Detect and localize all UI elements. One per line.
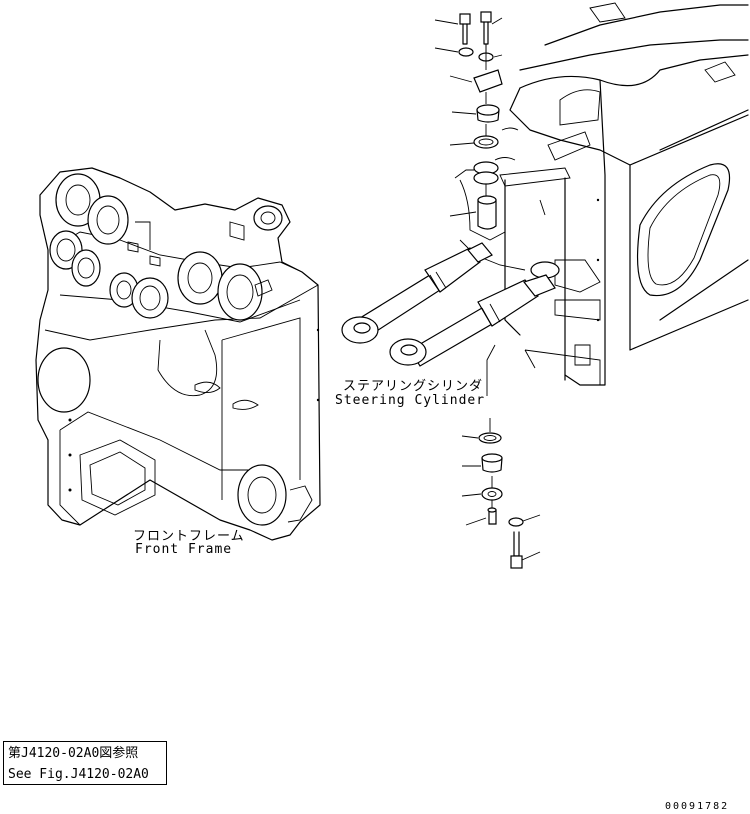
seal-top	[449, 135, 499, 149]
front-frame-label-jp: フロントフレーム	[133, 529, 245, 544]
rear-frame	[459, 2, 749, 386]
front-frame-label-en: Front Frame	[135, 542, 233, 557]
frame-holes	[494, 127, 519, 161]
washer-bottom	[508, 514, 541, 527]
frame-detail-leader	[135, 221, 151, 250]
drawing-code: 00091782	[665, 801, 730, 812]
bushing-top	[451, 104, 500, 123]
assembly-axis-bottom	[489, 418, 493, 508]
bolt-upper-left	[434, 13, 471, 45]
seal-bottom	[461, 432, 502, 444]
steering-cylinder-label-jp: ステアリングシリンダ	[343, 379, 484, 394]
pin-top	[449, 195, 497, 230]
steering-cylinder-label-en: Steering Cylinder	[335, 393, 486, 408]
front-frame	[35, 167, 321, 541]
figure-reference-box: 第J4120-02A0図参照 See Fig.J4120-02A0	[3, 741, 167, 785]
plate	[449, 69, 503, 93]
spacer-top	[454, 161, 499, 185]
bushing-bottom	[462, 453, 503, 473]
figure-reference-jp: 第J4120-02A0図参照	[8, 746, 139, 761]
steering-cylinder-leader	[486, 344, 496, 396]
steering-cylinder-lower	[389, 274, 556, 367]
figure-reference-en: See Fig.J4120-02A0	[8, 767, 149, 782]
steering-cylinder-upper	[341, 242, 493, 344]
plate-bottom	[461, 487, 503, 501]
bolt-bottom	[510, 531, 541, 569]
grease-fitting	[465, 507, 497, 526]
washers-upper	[434, 44, 503, 62]
bolt-upper-right	[480, 11, 503, 45]
